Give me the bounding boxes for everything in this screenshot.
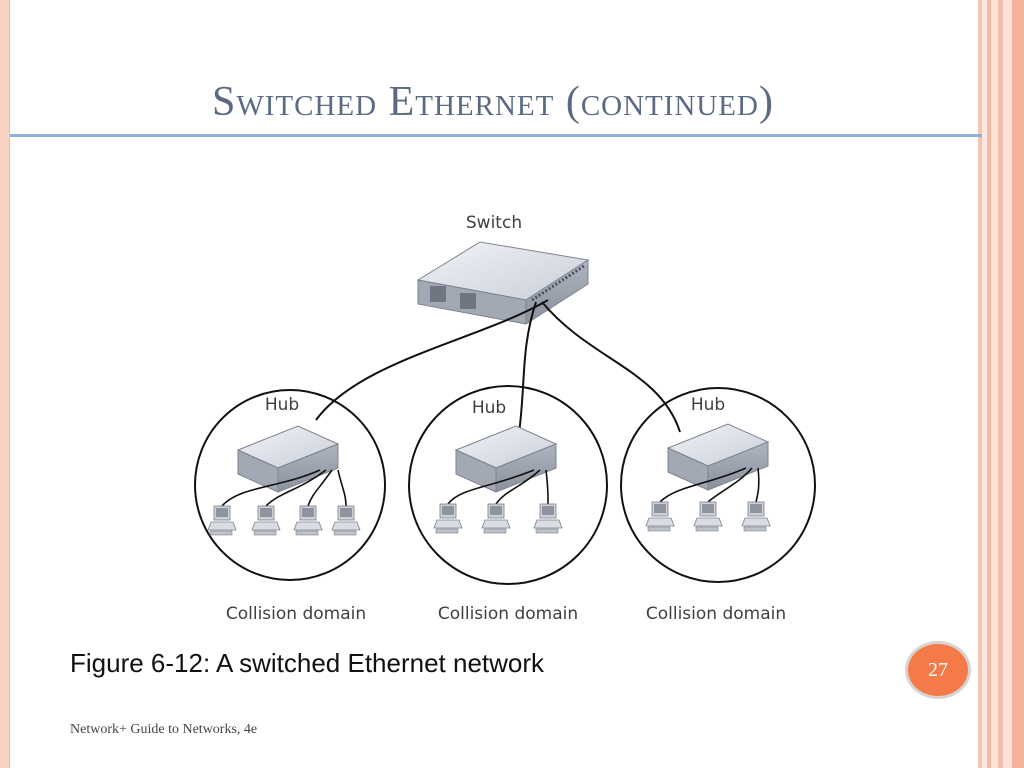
right-border-decoration [976,0,1024,768]
hub-label-1: Hub [265,395,299,415]
link-switch-hub-3 [541,301,681,433]
workstation-3-1 [645,501,675,532]
hub-label-3: Hub [691,395,725,415]
collision-domain-circle-2 [408,385,608,585]
hub-device-2 [455,425,557,493]
collision-domain-circle-3 [620,387,816,583]
workstation-1-3 [293,505,323,536]
page-number: 27 [928,658,948,681]
workstation-1-1 [207,505,237,536]
left-border-decoration [0,0,10,768]
slide-footer: Network+ Guide to Networks, 4e [70,722,258,737]
switch-label: Switch [466,213,522,233]
workstation-3-3 [741,501,771,532]
figure-caption: Figure 6-12: A switched Ethernet network [70,648,545,678]
workstation-1-2 [251,505,281,536]
workstations [207,501,771,536]
page-number-badge: 27 [905,641,971,699]
title-divider [10,134,982,137]
link-switch-hub-2 [517,301,537,441]
hub-device-3 [667,423,769,491]
workstation-2-3 [533,503,563,534]
collision-domain-label-1: Collision domain [226,604,366,624]
switch-device [416,241,590,325]
hub-label-2: Hub [472,398,506,418]
collision-domain-circle-1 [194,389,386,581]
hub-cables [221,467,760,507]
collision-domain-label-2: Collision domain [438,604,578,624]
workstation-3-2 [693,501,723,532]
collision-domains [194,385,816,585]
switch-links [315,299,681,441]
workstation-2-1 [433,503,463,534]
slide-title: Switched Ethernet (continued) [212,79,774,125]
workstation-1-4 [331,505,361,536]
link-switch-hub-1 [315,299,549,421]
workstation-2-2 [481,503,511,534]
collision-domain-label-3: Collision domain [646,604,786,624]
